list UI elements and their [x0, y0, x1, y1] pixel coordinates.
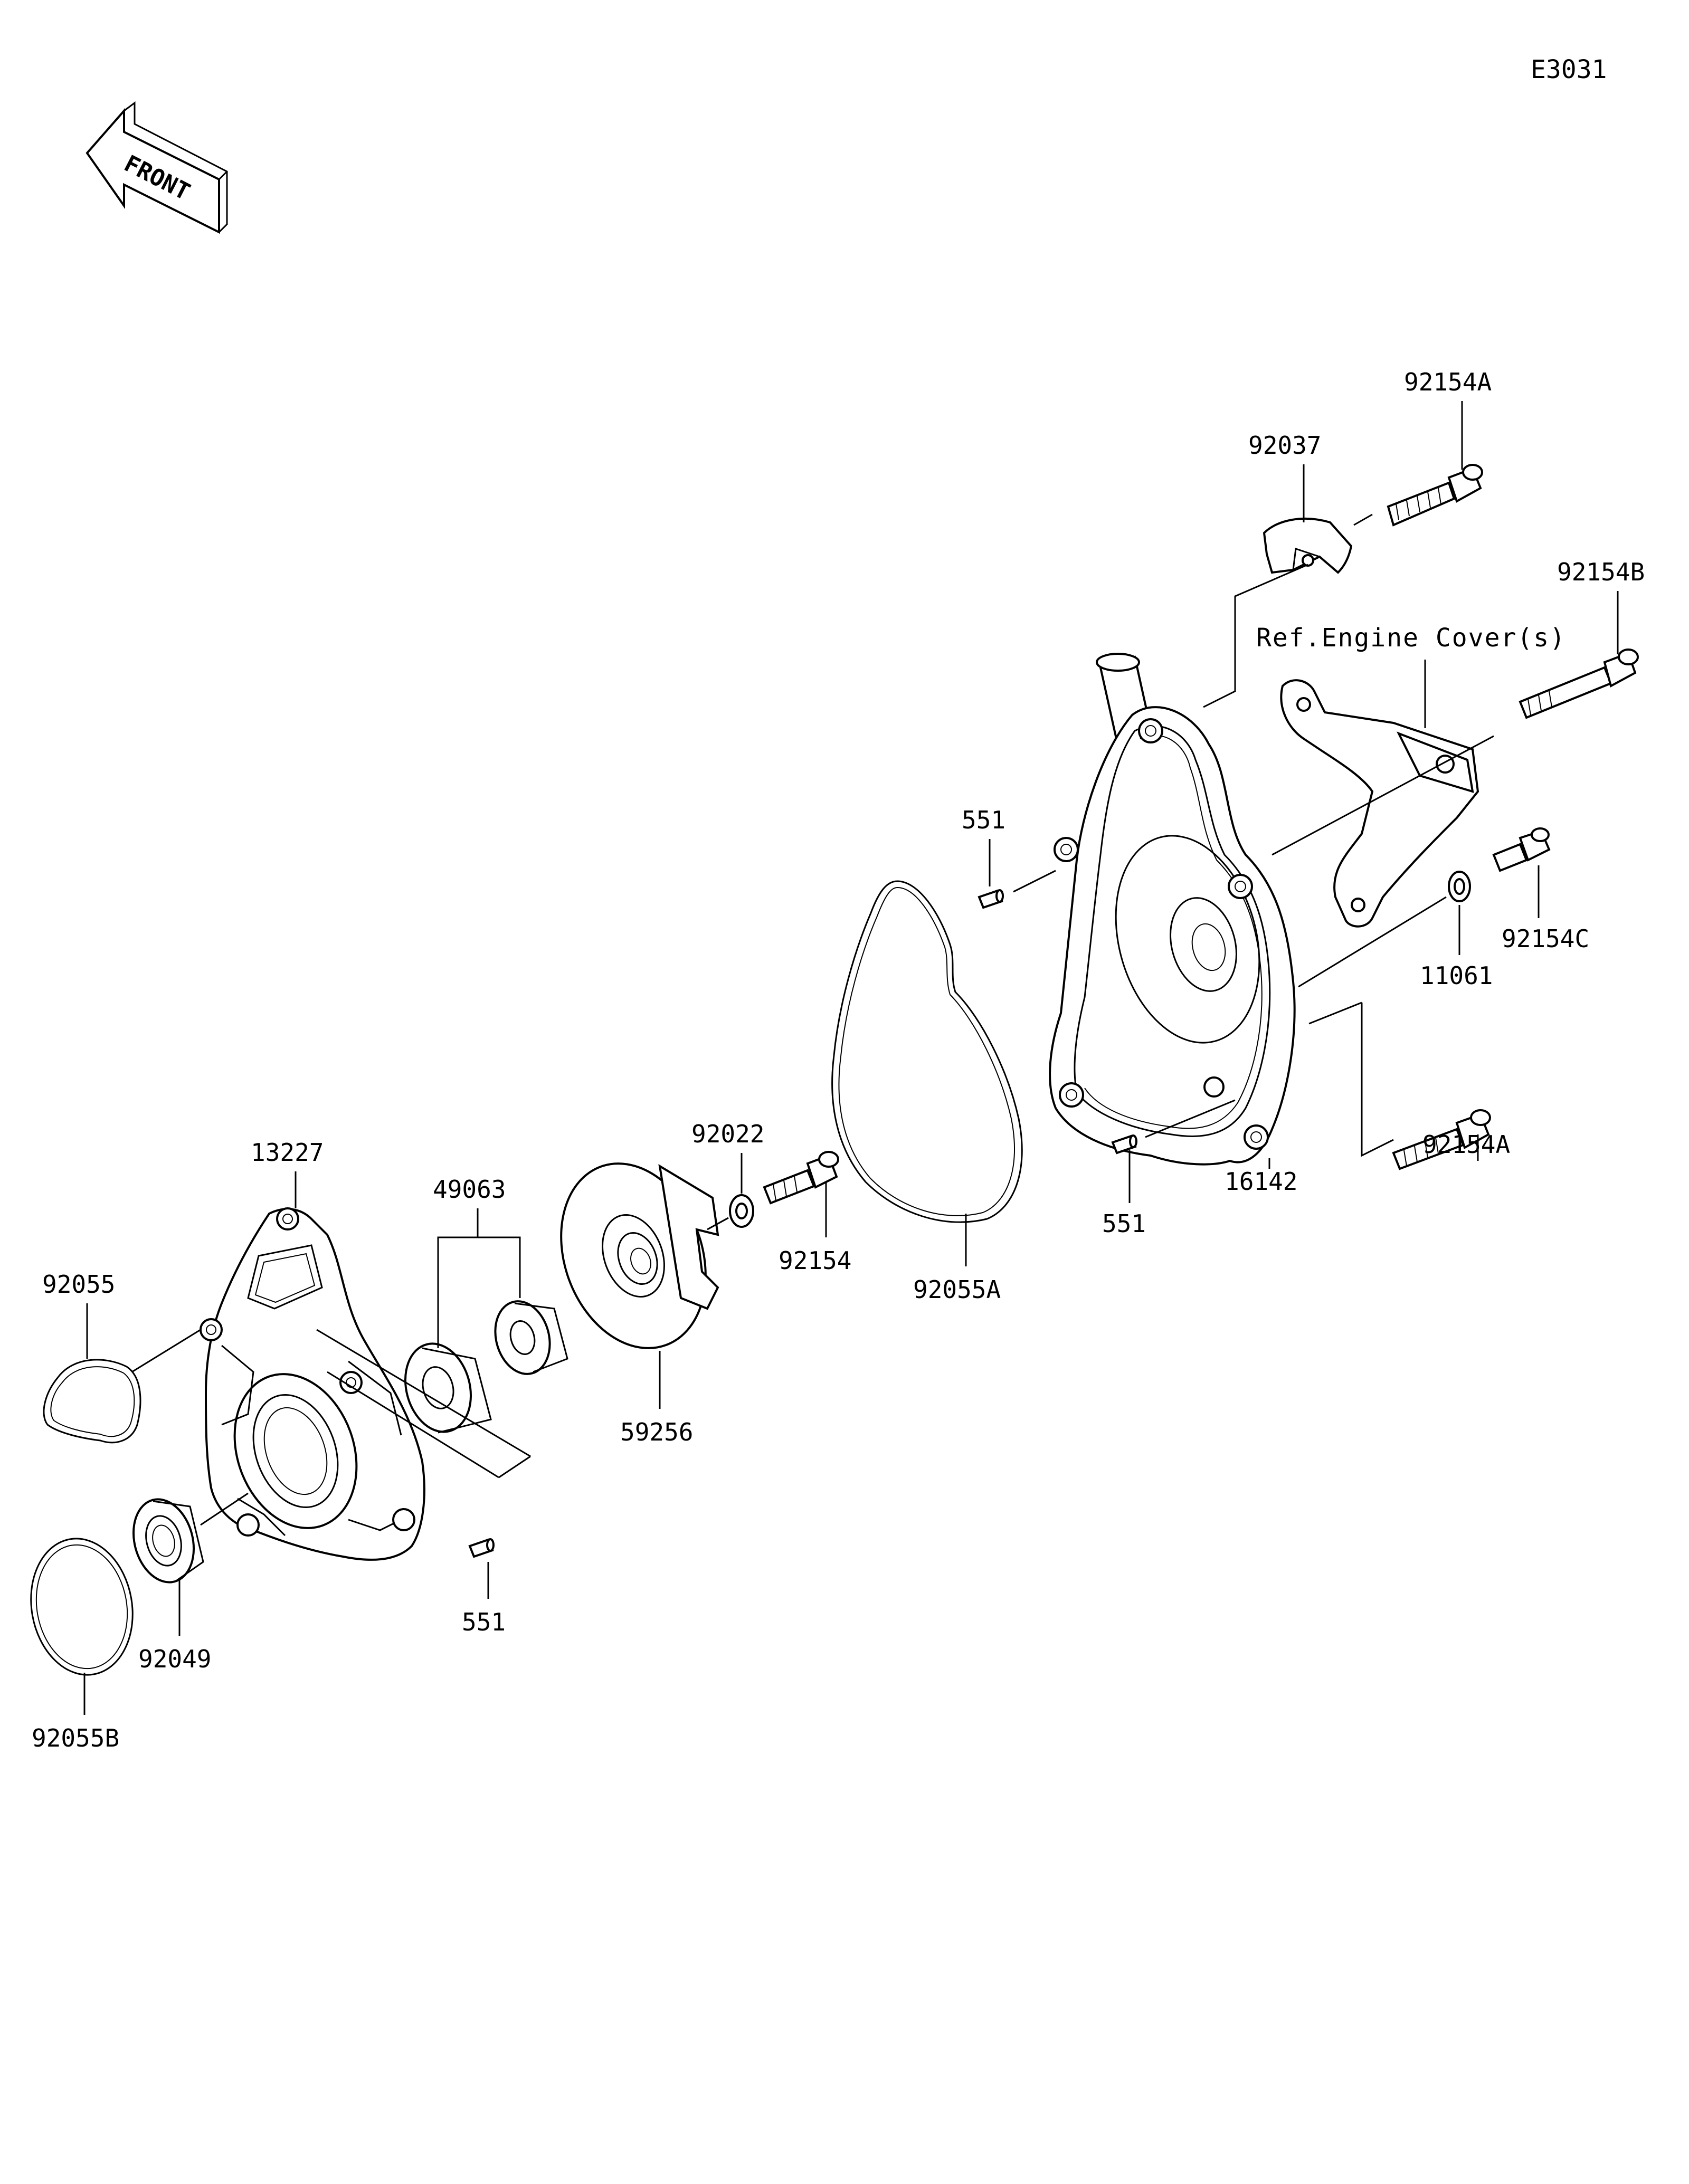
label-551-b: 551: [1102, 1209, 1146, 1238]
front-arrow-icon: FRONT: [86, 101, 228, 234]
part-labels: 92154A 92037 92154B Ref.Engine Cover(s) …: [32, 368, 1645, 1752]
label-11061: 11061: [1420, 961, 1493, 990]
water-pump-cover-16142: [1049, 653, 1296, 1166]
bolt-92154a-top: [1387, 464, 1483, 527]
dowel-551-a: [978, 889, 1004, 909]
label-92154a-bottom: 92154A: [1422, 1130, 1510, 1159]
mechanical-seal-49063-small: [494, 1300, 568, 1375]
label-92055a: 92055A: [913, 1275, 1001, 1304]
label-92049: 92049: [138, 1645, 211, 1673]
label-551-c: 551: [462, 1608, 506, 1636]
gasket-92055a: [831, 880, 1023, 1223]
oring-92055: [43, 1359, 141, 1444]
clip-92037: [1263, 517, 1353, 574]
label-92055b: 92055B: [32, 1724, 119, 1752]
diagram-code: E3031: [1531, 55, 1607, 84]
label-92154b: 92154B: [1557, 558, 1645, 586]
label-92022: 92022: [691, 1120, 764, 1148]
label-59256: 59256: [620, 1418, 693, 1446]
label-13227: 13227: [251, 1138, 324, 1167]
engine-cover-bracket: [1280, 679, 1479, 928]
bolt-92154b: [1519, 648, 1639, 719]
oring-92055b: [30, 1538, 134, 1676]
bolt-92154a-bottom: [1392, 1109, 1491, 1170]
label-92037: 92037: [1248, 431, 1321, 460]
oil-seal-92049: [132, 1498, 204, 1584]
label-92154a-top: 92154A: [1404, 368, 1492, 396]
mechanical-seal-49063-large: [404, 1342, 492, 1434]
label-ref-engine-cover: Ref.Engine Cover(s): [1256, 623, 1566, 653]
leader-lines: [83, 401, 1619, 1715]
label-92154: 92154: [779, 1246, 851, 1275]
dowel-551-b: [1111, 1134, 1137, 1155]
label-551-a: 551: [962, 806, 1005, 834]
washer-92022: [729, 1194, 754, 1228]
label-16142: 16142: [1225, 1167, 1297, 1196]
label-49063: 49063: [433, 1175, 506, 1204]
impeller-59256: [560, 1162, 719, 1349]
label-92154c: 92154C: [1502, 924, 1589, 953]
pump-body-13227: [200, 1207, 425, 1561]
bolt-92154c: [1492, 827, 1551, 872]
dowel-551-c: [468, 1538, 495, 1558]
washer-11061: [1448, 871, 1471, 902]
label-92055: 92055: [42, 1270, 115, 1299]
bolt-92154: [763, 1151, 839, 1205]
